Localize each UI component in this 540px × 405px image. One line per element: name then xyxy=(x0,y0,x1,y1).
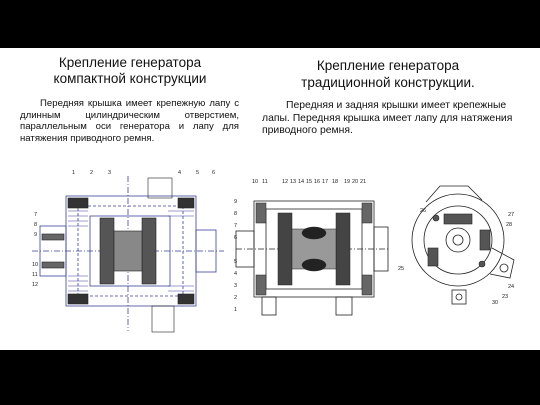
title-traditional: Крепление генератора традиционной констр… xyxy=(278,57,498,91)
svg-text:20: 20 xyxy=(352,179,358,185)
svg-text:28: 28 xyxy=(506,222,512,228)
svg-text:26: 26 xyxy=(420,208,426,214)
svg-text:5: 5 xyxy=(196,170,199,176)
svg-text:16: 16 xyxy=(314,179,320,185)
slide: Крепление генератора компактной конструк… xyxy=(0,48,540,350)
svg-text:13: 13 xyxy=(290,179,296,185)
svg-text:1: 1 xyxy=(72,170,75,176)
svg-text:24: 24 xyxy=(508,284,514,290)
svg-text:9: 9 xyxy=(234,199,237,205)
svg-text:7: 7 xyxy=(234,223,237,229)
title-compact-line1: Крепление генератора xyxy=(58,55,202,70)
svg-text:14: 14 xyxy=(298,179,304,185)
description-traditional: Передняя и задняя крышки имеет крепежные… xyxy=(262,100,513,137)
svg-text:3: 3 xyxy=(234,283,237,289)
svg-text:3: 3 xyxy=(108,170,111,176)
svg-text:25: 25 xyxy=(398,266,404,272)
svg-text:6: 6 xyxy=(212,170,215,176)
svg-text:6: 6 xyxy=(234,235,237,241)
title-compact-line2: компактной конструкции xyxy=(53,71,207,86)
svg-text:8: 8 xyxy=(234,211,237,217)
svg-text:19: 19 xyxy=(344,179,350,185)
svg-text:17: 17 xyxy=(322,179,328,185)
svg-text:30: 30 xyxy=(492,300,498,306)
description-compact: Передняя крышка имеет крепежную лапу с д… xyxy=(20,98,239,144)
svg-text:18: 18 xyxy=(332,179,338,185)
svg-text:12: 12 xyxy=(32,282,38,288)
svg-text:10: 10 xyxy=(32,262,38,268)
title-traditional-line2: традиционной конструкции. xyxy=(301,75,475,90)
title-compact: Крепление генератора компактной конструк… xyxy=(30,55,230,87)
svg-text:5: 5 xyxy=(234,259,237,265)
svg-text:12: 12 xyxy=(282,179,288,185)
svg-text:27: 27 xyxy=(508,212,514,218)
title-traditional-line1: Крепление генератора xyxy=(316,58,460,73)
svg-text:7: 7 xyxy=(34,212,37,218)
svg-text:23: 23 xyxy=(502,294,508,300)
svg-text:2: 2 xyxy=(90,170,93,176)
svg-text:15: 15 xyxy=(306,179,312,185)
svg-text:11: 11 xyxy=(32,272,38,278)
svg-text:4: 4 xyxy=(234,271,237,277)
svg-text:4: 4 xyxy=(178,170,181,176)
svg-text:9: 9 xyxy=(34,232,37,238)
svg-text:1: 1 xyxy=(234,307,237,313)
svg-text:2: 2 xyxy=(234,295,237,301)
svg-text:8: 8 xyxy=(34,222,37,228)
svg-text:10: 10 xyxy=(252,179,258,185)
svg-text:11: 11 xyxy=(262,179,268,185)
svg-text:21: 21 xyxy=(360,179,366,185)
